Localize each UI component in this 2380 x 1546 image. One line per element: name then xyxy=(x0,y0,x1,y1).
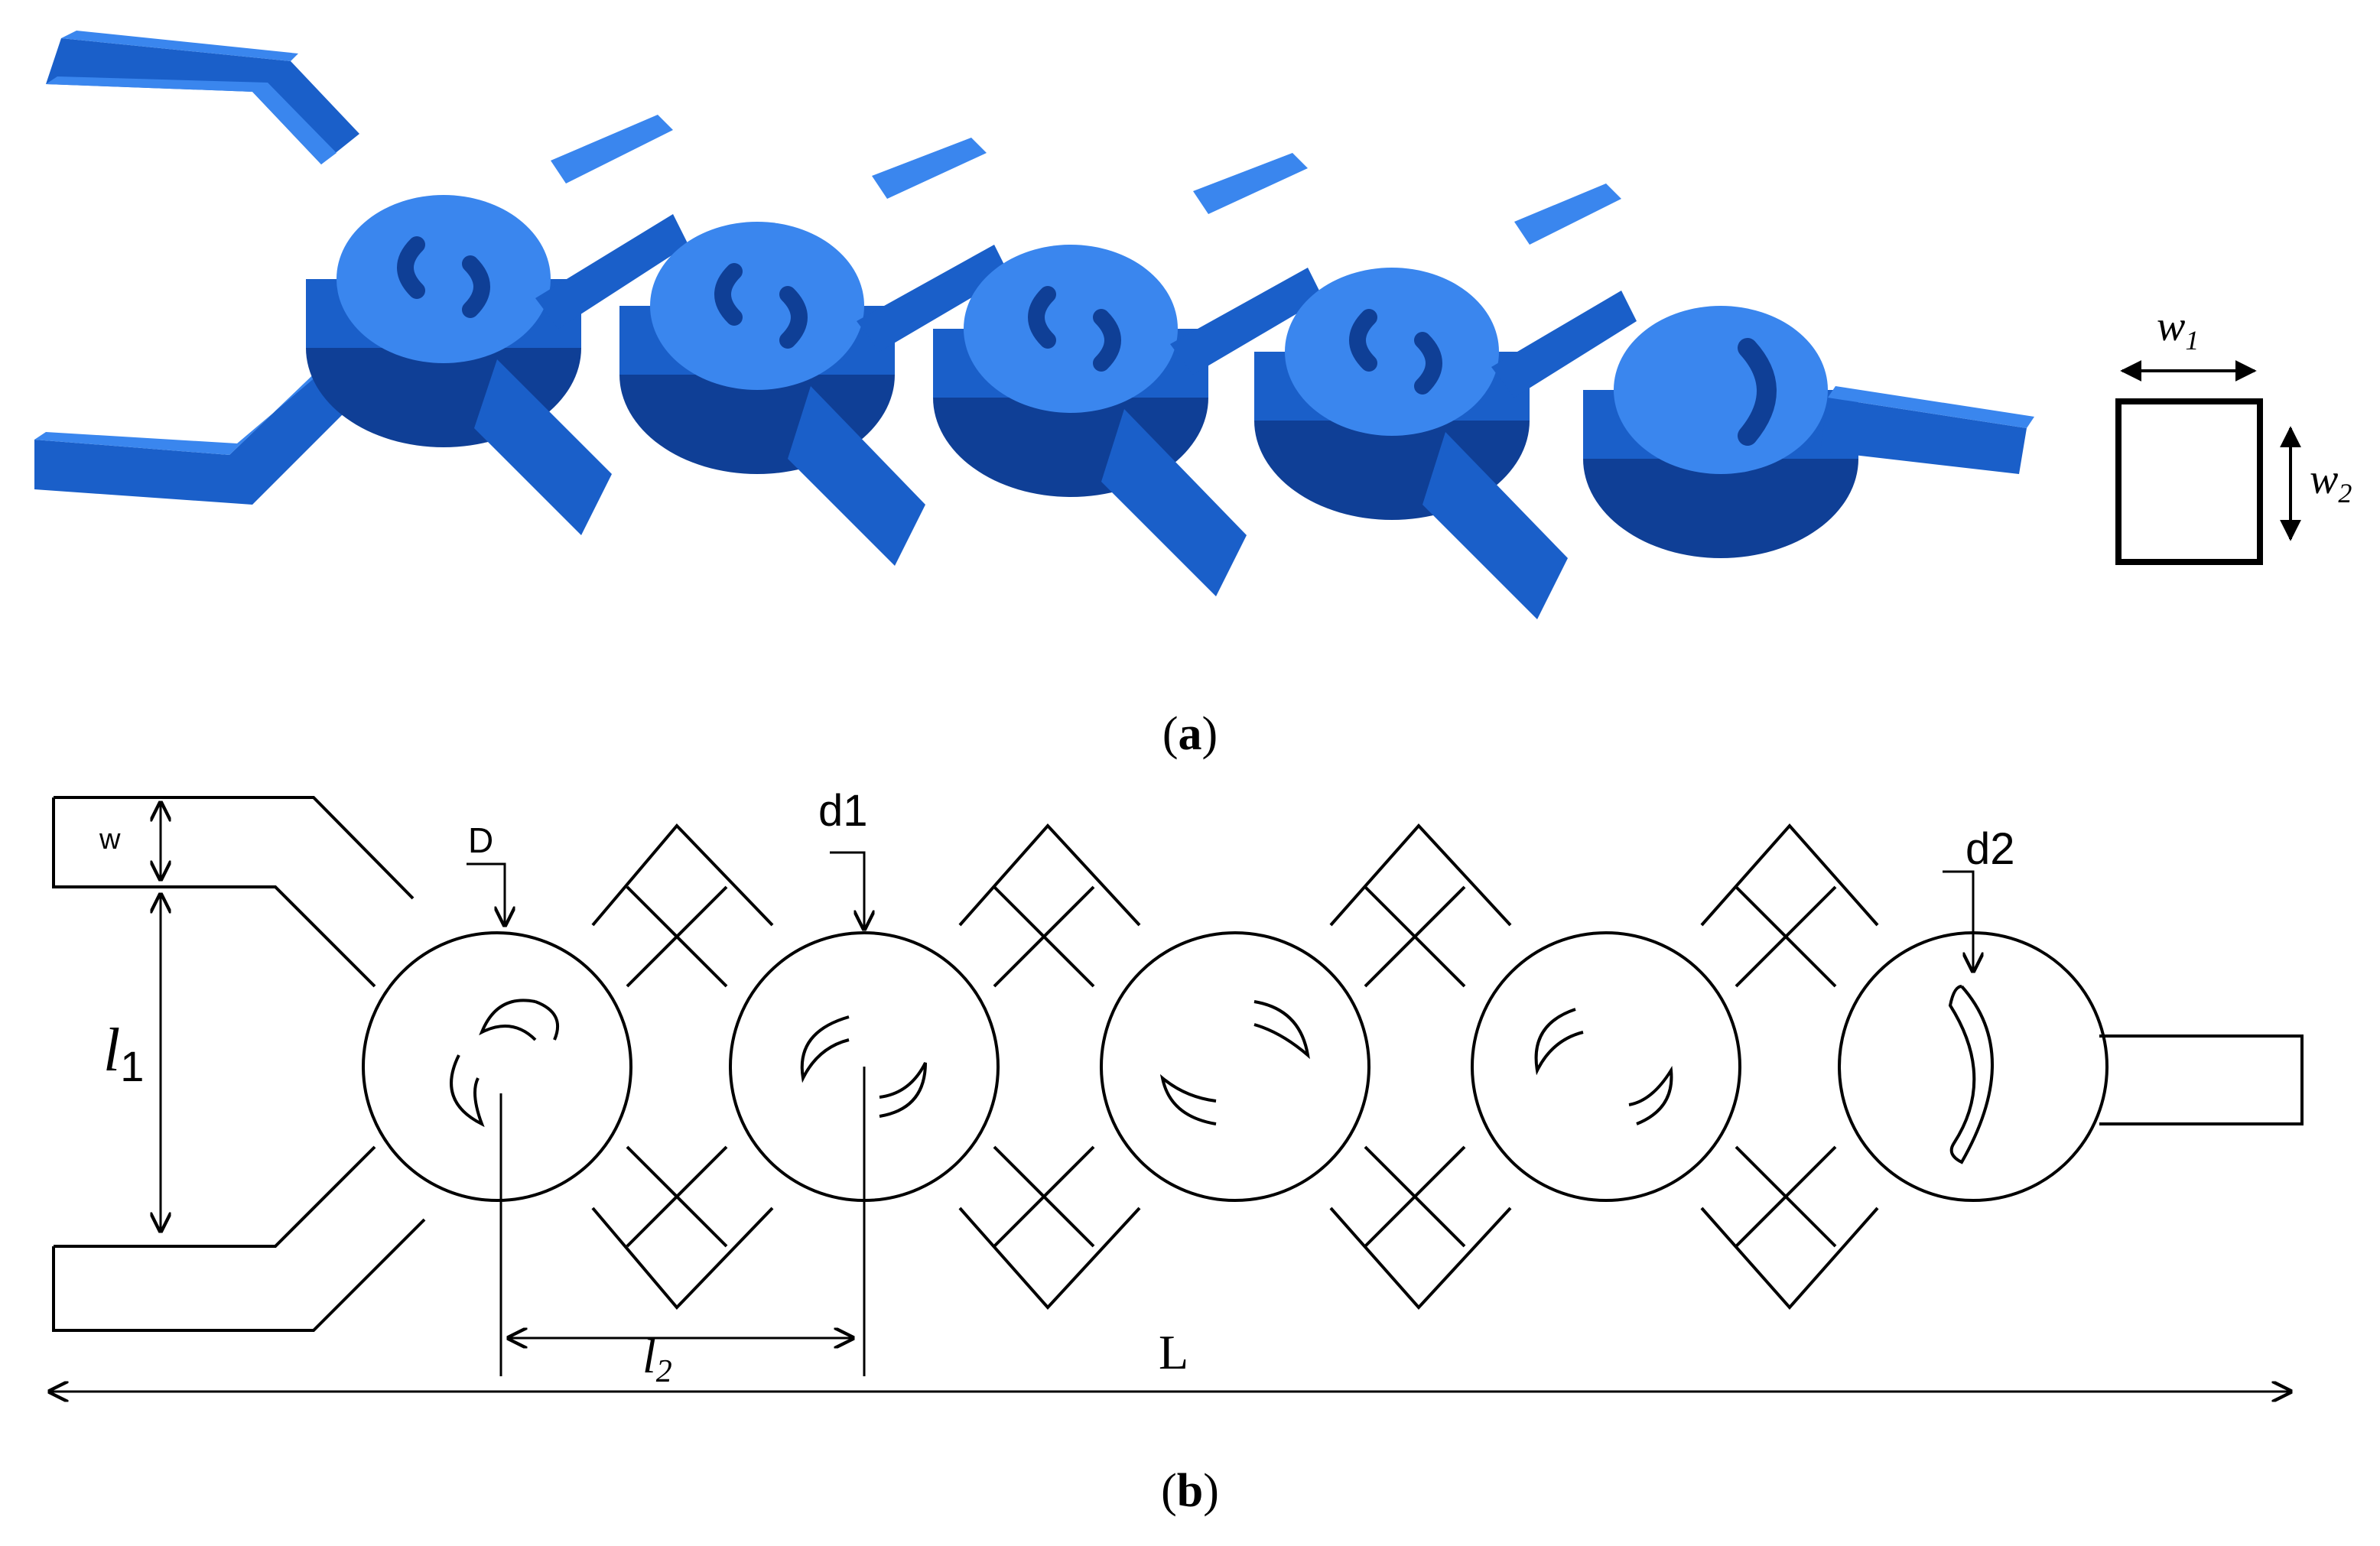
l2-label: l2 xyxy=(642,1329,672,1389)
coupling-diamonds xyxy=(591,823,1879,1311)
panel-a-3d-model xyxy=(34,31,2034,619)
w1-label: w1 xyxy=(2157,303,2199,356)
input-feed-arms xyxy=(34,31,359,505)
D-label: D xyxy=(468,820,493,860)
cross-section-diagram: w1 w2 xyxy=(2115,303,2352,565)
resonator-slots xyxy=(450,985,1994,1164)
resonator-4 xyxy=(1471,931,1741,1202)
lower-feed-line xyxy=(52,1145,426,1332)
resonator-4-3d xyxy=(1193,153,1637,619)
panel-b-layout xyxy=(52,796,2304,1332)
upper-feed-line xyxy=(52,796,415,988)
output-feed-line xyxy=(2099,1034,2304,1125)
resonator-1 xyxy=(362,931,632,1202)
w-label: w xyxy=(99,823,121,856)
d1-label: d1 xyxy=(818,786,868,836)
resonator-1-3d xyxy=(306,195,688,535)
resonator-2-3d xyxy=(551,115,1010,566)
resonator-5-3d xyxy=(1514,184,2034,558)
d2-label: d2 xyxy=(1965,824,2015,874)
l1-label: l1 xyxy=(103,1017,144,1090)
L-label: L xyxy=(1159,1325,1188,1379)
caption-b: (b) xyxy=(1161,1465,1219,1517)
w2-label: w2 xyxy=(2310,456,2352,508)
resonator-3 xyxy=(1100,931,1370,1202)
caption-a: (a) xyxy=(1162,708,1218,760)
dimension-annotations xyxy=(50,803,2291,1392)
resonator-3-3d xyxy=(872,138,1323,596)
